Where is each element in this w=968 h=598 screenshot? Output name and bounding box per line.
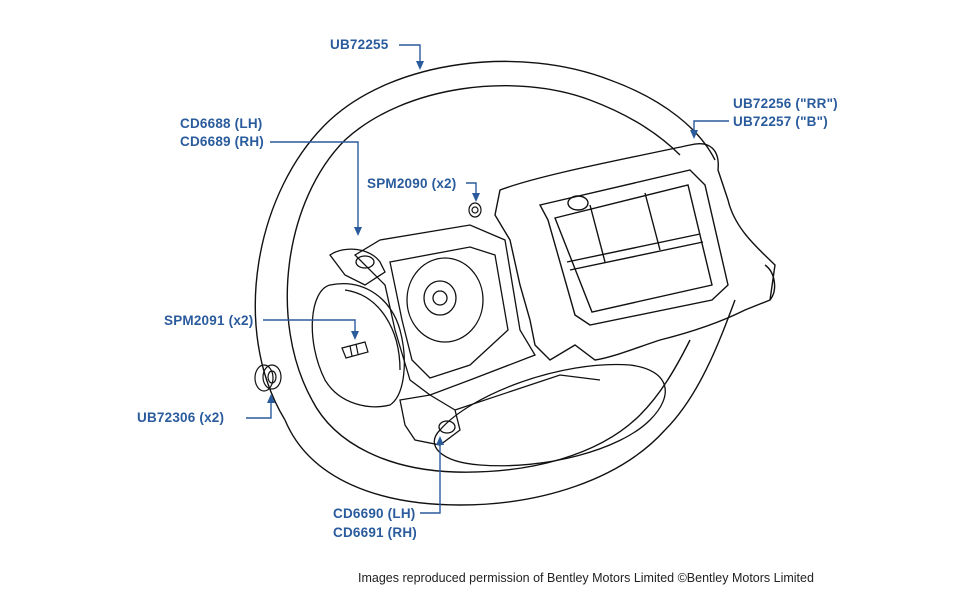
screw-left-part (341, 341, 369, 359)
hub-assembly (329, 224, 536, 396)
leader-lines (246, 44, 729, 514)
callout-cd6691: CD6691 (RH) (333, 525, 417, 540)
callout-cd6690: CD6690 (LH) (333, 506, 416, 521)
left-cover (311, 283, 405, 408)
horn-pad (494, 143, 776, 361)
wheel-rim (254, 60, 736, 506)
callout-cd6688: CD6688 (LH) (180, 116, 263, 131)
copyright-credit: Images reproduced permission of Bentley … (358, 571, 814, 585)
callout-ub72255: UB72255 (330, 37, 389, 52)
callout-ub72257: UB72257 ("B") (733, 114, 828, 129)
clip-part (254, 364, 282, 392)
bottom-spoke (399, 374, 601, 446)
callout-ub72256: UB72256 ("RR") (733, 96, 838, 111)
screw-top-part (468, 202, 482, 218)
callout-spm2091: SPM2091 (x2) (164, 313, 254, 328)
callout-cd6689: CD6689 (RH) (180, 134, 264, 149)
callout-ub72306: UB72306 (x2) (137, 410, 225, 425)
lower-spoke-oval (433, 363, 666, 467)
callout-spm2090: SPM2090 (x2) (367, 176, 457, 191)
